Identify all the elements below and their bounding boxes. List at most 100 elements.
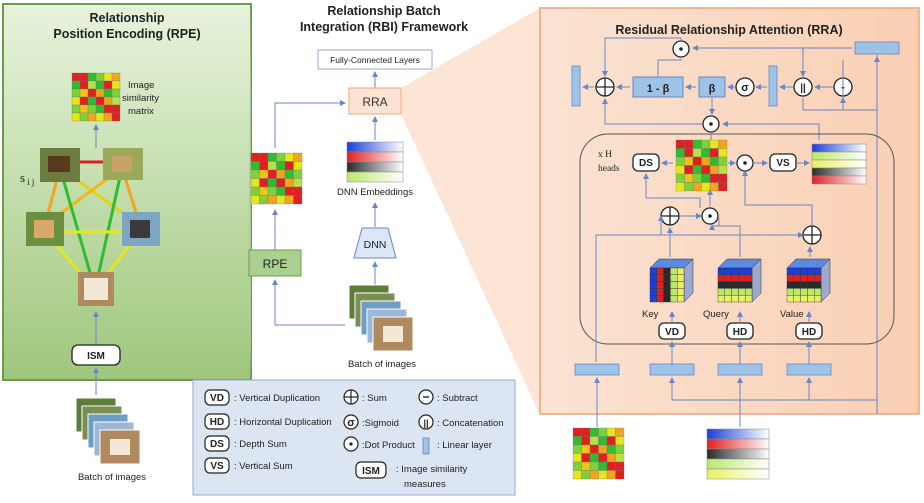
linear-layer-top [854,41,900,55]
svg-text:||: || [423,418,428,428]
key-tensor-cube [649,258,694,303]
rra-title: Residual Relationship Attention (RRA) [615,23,842,37]
matrix-cell [284,169,294,179]
matrix-cell [675,156,685,166]
cube-cell [800,267,808,276]
matrix-cell [79,96,89,106]
cube-cell [663,288,671,296]
cube-cell [731,281,739,289]
fc-layers-label: Fully-Connected Layers [330,55,420,65]
matrix-cell [572,470,582,480]
cube-cell [649,295,658,303]
matrix-cell [267,152,277,162]
cube-cell [731,274,739,282]
matrix-cell [709,182,719,192]
image-thumb-dog2 [103,148,143,180]
matrix-cell [684,156,694,166]
cube-cell [800,274,808,282]
cube-cell [738,274,746,282]
svg-text:: Vertical Duplication: : Vertical Duplication [234,393,320,404]
cube-cell [731,288,739,296]
dnn-label: DNN [364,239,387,251]
matrix-cell [692,156,702,166]
matrix-cell [79,80,89,90]
cube-cell [670,281,678,289]
cube-cell [670,274,678,282]
ism-box [71,344,121,366]
matrix-cell [71,88,81,98]
matrix-cell [581,453,591,463]
cube-cell [656,281,664,289]
rpe-similarity-matrix [71,72,121,122]
matrix-cell [692,173,702,183]
rra-panel [539,7,920,415]
matrix-cell [259,152,269,162]
matrix-cell [103,96,113,106]
matrix-cell [284,161,294,171]
cube-cell [677,281,685,289]
cube-cell [663,274,671,282]
svg-text:: Horizontal Duplication: : Horizontal Duplication [234,417,332,428]
image-thumb-dog5 [78,272,114,306]
matrix-cell [284,178,294,188]
matrix-cell [87,96,97,106]
matrix-cell [103,80,113,90]
rbi-similarity-matrix [250,152,303,205]
matrix-cell [103,72,113,82]
svg-text:||: || [800,83,806,94]
matrix-cell [259,186,269,196]
cube-cell [670,295,678,303]
svg-text:: Concatenation: : Concatenation [437,418,504,429]
matrix-cell [250,186,260,196]
matrix-cell [250,195,260,205]
matrix-cell [581,444,591,454]
matrix-cell [701,139,711,149]
rra-input-embeddings [706,428,770,480]
matrix-cell [250,161,260,171]
matrix-cell [692,148,702,158]
matrix-cell [606,453,616,463]
svg-text:σ: σ [741,82,749,94]
fc-layers-box [317,49,433,70]
matrix-cell [71,80,81,90]
matrix-cell [684,182,694,192]
matrix-cell [293,186,303,196]
matrix-cell [95,112,105,122]
matrix-cell [267,195,277,205]
rra-bottom-connections [669,311,812,364]
cube-cell [793,281,801,289]
linear-layer-bottom-3 [717,363,763,376]
value-tensor-cube [786,258,831,303]
matrix-cell [572,461,582,471]
cube-cell [814,281,822,289]
matrix-cell [111,112,121,122]
matrix-cell [293,169,303,179]
svg-text:HD: HD [802,327,816,338]
matrix-cell [79,72,89,82]
matrix-cell [589,436,599,446]
svg-text:VS: VS [776,158,790,169]
matrix-cell [293,152,303,162]
matrix-cell [95,80,105,90]
rra-output-embeddings [811,143,867,185]
cube-cell [800,295,808,303]
cube-cell [663,281,671,289]
matrix-cell [111,88,121,98]
matrix-cell [111,80,121,90]
matrix-cell [718,165,728,175]
matrix-cell [718,173,728,183]
svg-text:β: β [709,83,716,95]
matrix-cell [684,139,694,149]
dnn-embeddings-label: DNN Embeddings [337,187,413,198]
matrix-cell [572,436,582,446]
matrix-cell [581,470,591,480]
matrix-cell [606,461,616,471]
matrix-cell [87,80,97,90]
matrix-cell [675,148,685,158]
cube-cell [814,267,822,276]
matrix-cell [276,161,286,171]
matrix-cell [87,88,97,98]
matrix-cell [684,173,694,183]
concat-op [793,77,813,97]
